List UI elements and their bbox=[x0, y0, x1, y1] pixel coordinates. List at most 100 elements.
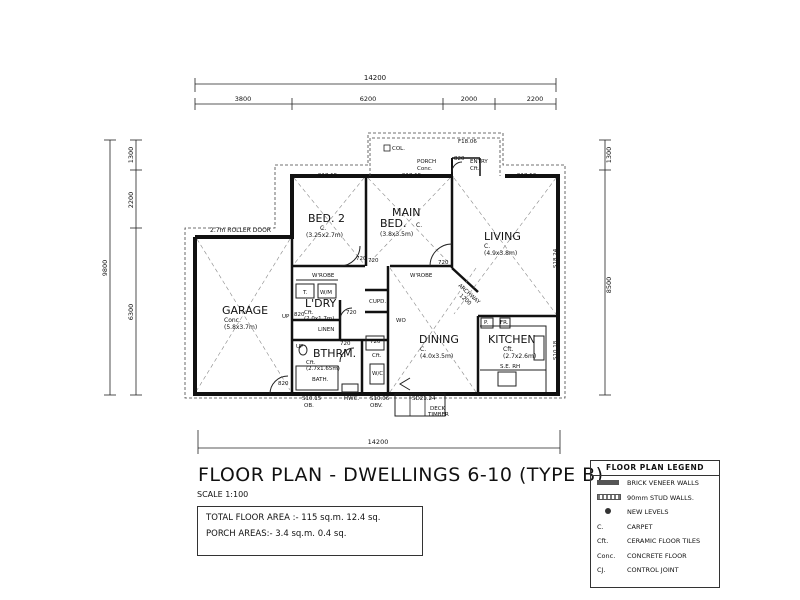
label-door-720-b: 720 bbox=[438, 260, 449, 266]
legend-symbol: Cft. bbox=[597, 537, 609, 546]
legend-item: CJ. CONTROL JOINT bbox=[591, 563, 719, 578]
room-name-garage: GARAGE bbox=[222, 304, 268, 317]
label-s1018: S10.18 bbox=[553, 340, 559, 360]
legend-item: BRICK VENEER WALLS bbox=[591, 476, 719, 491]
legend-item: NEW LEVELS bbox=[591, 505, 719, 520]
room-name-living: LIVING bbox=[484, 230, 521, 243]
room-name-entry: ENTRY bbox=[470, 159, 488, 165]
dim-left-seg-2: 2200 bbox=[127, 192, 135, 209]
dim-left-seg-1: 1300 bbox=[127, 147, 135, 164]
label-toilet: T. bbox=[302, 290, 308, 296]
room-finish-ldry: Cft. bbox=[304, 310, 314, 316]
dim-top-seg-2: 6200 bbox=[360, 95, 377, 103]
label-deck: DECK bbox=[430, 406, 446, 412]
legend-item: Cft. CERAMIC FLOOR TILES bbox=[591, 534, 719, 549]
label-s1824: S18.24 bbox=[553, 248, 559, 268]
legend-symbol: Conc. bbox=[597, 551, 616, 560]
room-finish-bthrm: Cft. bbox=[306, 360, 316, 366]
room-name-main-bed-1: MAIN bbox=[392, 206, 421, 219]
legend-item: C. CARPET bbox=[591, 520, 719, 535]
left-dimensions: 9800 1300 2200 6300 bbox=[101, 139, 142, 396]
level-dot-icon bbox=[597, 508, 627, 516]
legend-item-text: BRICK VENEER WALLS bbox=[627, 479, 699, 488]
label-ob: OB. bbox=[304, 403, 314, 409]
label-wrobe-2: W'ROBE bbox=[410, 273, 433, 279]
room-finish-garage: Conc. bbox=[224, 317, 241, 324]
drawing-scale: SCALE 1:100 bbox=[197, 490, 249, 499]
dim-top-seg-3: 2000 bbox=[461, 95, 478, 103]
stud-wall-icon bbox=[597, 493, 627, 502]
dim-bottom-total: 14200 bbox=[368, 438, 389, 446]
label-se-rh: S.E. RH bbox=[500, 364, 520, 370]
label-door-820-a: 820 bbox=[278, 381, 289, 387]
legend-symbol: C. bbox=[597, 522, 604, 531]
room-size-ldry: (2.0x1.7m) bbox=[304, 316, 334, 322]
legend-item-text: 90mm STUD WALLS. bbox=[627, 493, 694, 502]
room-finish-entry: Cft. bbox=[470, 166, 480, 172]
room-name-main-bed-2: BED. bbox=[380, 217, 406, 230]
legend-symbol: CJ. bbox=[597, 566, 606, 575]
room-name-dining: DINING bbox=[419, 333, 459, 346]
label-door-720-d: 720 bbox=[346, 310, 357, 316]
label-door-720-c: 720 bbox=[368, 258, 379, 264]
label-bath: BATH. bbox=[312, 377, 329, 383]
diagonal-lines bbox=[196, 177, 557, 393]
door-swings bbox=[269, 243, 453, 395]
room-size-kitchen: (2.7x2.6m) bbox=[503, 353, 536, 360]
label-f1806: F18.06 bbox=[458, 139, 477, 145]
brick-wall-icon bbox=[597, 479, 627, 487]
label-wo: WO bbox=[396, 318, 406, 324]
label-s0618: S06.18 bbox=[193, 306, 199, 326]
porch-areas: PORCH AREAS:- 3.4 sq.m. 0.4 sq. bbox=[206, 529, 347, 539]
room-finish-dining: C. bbox=[420, 346, 426, 353]
room-name-bthrm: BTHRM. bbox=[313, 347, 356, 360]
label-fridge: FR. bbox=[500, 320, 509, 326]
label-s1006: S10.06 bbox=[370, 396, 390, 402]
room-finish-bed2: C. bbox=[320, 225, 326, 232]
eave-outline bbox=[184, 132, 566, 399]
drawing-title: FLOOR PLAN - DWELLINGS 6-10 (TYPE B) bbox=[198, 464, 604, 486]
label-s1815-b: S18.15 bbox=[402, 173, 422, 179]
room-size-main-bed: (3.8x3.5m) bbox=[380, 231, 413, 238]
label-s1815-a: S18.15 bbox=[318, 173, 338, 179]
deck bbox=[394, 377, 446, 417]
label-wm: W/M bbox=[320, 290, 332, 296]
legend-title: FLOOR PLAN LEGEND bbox=[591, 461, 719, 476]
top-dimensions: 14200 3800 6200 2000 2200 bbox=[194, 74, 557, 110]
label-cupd: CUPD. bbox=[369, 299, 386, 305]
dim-top-seg-4: 2200 bbox=[527, 95, 544, 103]
dim-top-seg-1: 3800 bbox=[235, 95, 252, 103]
label-pantry: P. bbox=[484, 320, 488, 326]
room-finish-main-bed: C. bbox=[416, 222, 422, 229]
legend-item-text: CONCRETE FLOOR bbox=[627, 551, 687, 560]
label-door-720-e: 720 bbox=[340, 341, 351, 347]
label-cft-small: Cft. bbox=[372, 353, 382, 359]
bottom-dimensions: 14200 bbox=[197, 430, 561, 454]
room-finish-living: C. bbox=[484, 243, 490, 250]
label-door-820-c: 820 bbox=[294, 312, 305, 318]
label-s1015: S10.15 bbox=[302, 396, 322, 402]
dim-right-total: 8500 bbox=[605, 277, 613, 294]
label-door-820-b: 820 bbox=[454, 156, 465, 162]
room-name-bed2: BED. 2 bbox=[308, 212, 345, 225]
bathroom-fixtures bbox=[295, 279, 385, 393]
legend-item-text: NEW LEVELS bbox=[627, 508, 669, 517]
label-hwc: HWC. bbox=[344, 396, 359, 402]
room-size-garage: (5.8x3.7m) bbox=[224, 324, 257, 331]
room-size-bed2: (3.25x2.7m) bbox=[306, 232, 343, 239]
label-up-1: UP bbox=[282, 314, 290, 320]
floor-plan-legend: FLOOR PLAN LEGEND BRICK VENEER WALLS 90m… bbox=[590, 460, 720, 588]
total-floor-area: TOTAL FLOOR AREA :- 115 sq.m. 12.4 sq. bbox=[206, 513, 381, 523]
room-size-bthrm: (2.7x1.65m) bbox=[306, 366, 340, 372]
legend-item-text: CERAMIC FLOOR TILES bbox=[627, 537, 701, 546]
label-obv: OBV. bbox=[370, 403, 383, 409]
kitchen-counters bbox=[480, 317, 547, 392]
right-dimensions: 1300 8500 bbox=[599, 139, 613, 396]
outer-walls bbox=[193, 171, 560, 396]
porch-area bbox=[369, 137, 501, 176]
area-summary-box: TOTAL FLOOR AREA :- 115 sq.m. 12.4 sq. P… bbox=[197, 506, 423, 556]
label-door-720-f: 720 bbox=[370, 339, 381, 345]
label-roller-door: 2.7m ROLLER DOOR bbox=[210, 227, 271, 234]
room-name-porch: PORCH bbox=[417, 159, 436, 165]
